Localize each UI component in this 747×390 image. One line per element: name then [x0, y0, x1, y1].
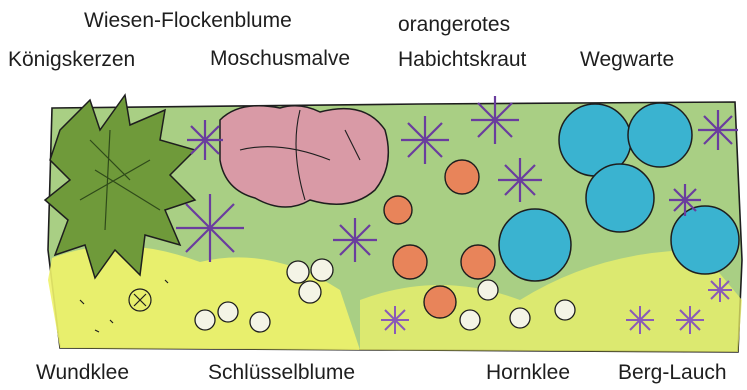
moschusmalve-plants: [220, 106, 388, 207]
label-moschusmalve: Moschusmalve: [210, 48, 350, 69]
label-orangerotes: orangerotes: [398, 14, 510, 35]
label-schluesselblume: Schlüsselblume: [208, 362, 355, 383]
label-wegwarte: Wegwarte: [580, 49, 674, 70]
label-habichtskraut: Habichtskraut: [398, 49, 526, 70]
label-berg-lauch: Berg-Lauch: [618, 362, 727, 383]
label-wiesen-flockenblume: Wiesen-Flockenblume: [84, 10, 292, 31]
label-koenigskerzen: Königskerzen: [8, 49, 135, 70]
label-hornklee: Hornklee: [486, 362, 570, 383]
label-wundklee: Wundklee: [36, 362, 129, 383]
